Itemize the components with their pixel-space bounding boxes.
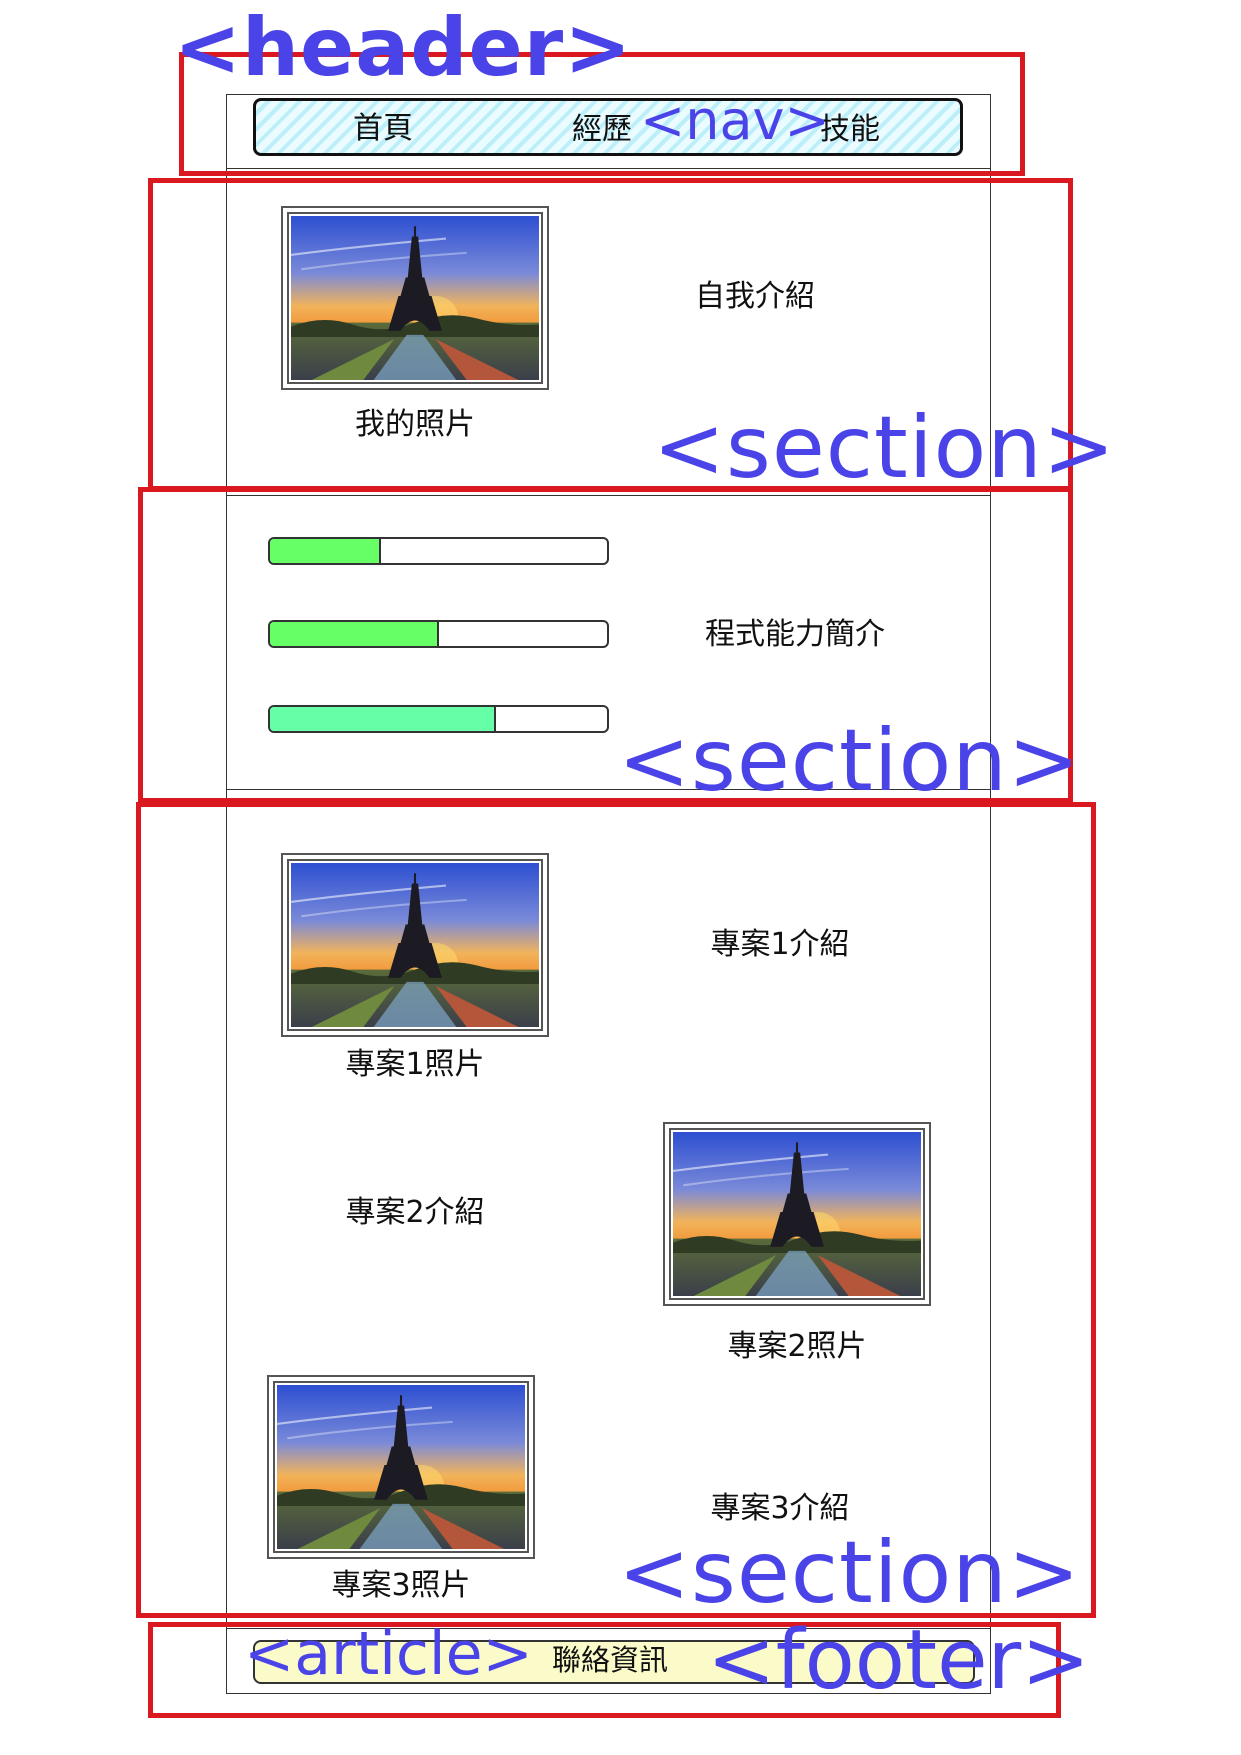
nav-tag-label: <nav> — [640, 89, 830, 152]
section-divider — [227, 789, 990, 790]
skill-progress-bar — [268, 705, 609, 733]
nav-item-experience[interactable]: 經歷 — [572, 112, 632, 147]
contact-info: 聯絡資訊 — [551, 1643, 668, 1677]
project-3-intro: 專案3介紹 — [710, 1491, 850, 1526]
section-divider — [227, 1628, 990, 1629]
section-annotation-box — [136, 802, 1096, 1618]
nav-item-skills[interactable]: 技能 — [820, 112, 880, 147]
project-1-photo-caption: 專案1照片 — [345, 1047, 485, 1082]
project-3-photo — [267, 1375, 535, 1559]
project-3-photo-caption: 專案3照片 — [331, 1568, 471, 1603]
self-intro-text: 自我介紹 — [695, 279, 815, 314]
section-tag-label: <section> — [618, 1523, 1081, 1623]
header-tag-label: <header> — [174, 1, 633, 94]
skills-title: 程式能力簡介 — [705, 617, 885, 652]
skill-progress-fill — [270, 707, 496, 731]
nav-bar — [253, 98, 963, 156]
footer-tag-label: <footer> — [707, 1613, 1090, 1708]
header-annotation-box — [179, 52, 1025, 176]
skill-progress-bar — [268, 620, 609, 648]
page-outline — [226, 94, 991, 1694]
skill-progress-bar — [268, 537, 609, 565]
project-1-photo — [281, 853, 549, 1037]
article-tag-label: <article> — [244, 1619, 533, 1689]
project-2-intro: 專案2介紹 — [345, 1195, 485, 1230]
section-divider — [227, 495, 990, 496]
footer-annotation-box — [148, 1622, 1061, 1718]
project-2-photo-caption: 專案2照片 — [727, 1329, 867, 1364]
header-divider — [227, 168, 990, 169]
my-photo — [281, 206, 549, 390]
section-tag-label: <section> — [618, 711, 1081, 811]
my-photo-caption: 我的照片 — [355, 407, 475, 442]
section-tag-label: <section> — [653, 398, 1116, 498]
footer-bar — [253, 1640, 975, 1684]
skill-progress-fill — [270, 622, 439, 646]
skill-progress-fill — [270, 539, 382, 563]
project-1-intro: 專案1介紹 — [710, 927, 850, 962]
section-annotation-box — [138, 487, 1073, 803]
project-2-photo — [663, 1122, 931, 1306]
nav-item-home[interactable]: 首頁 — [353, 111, 413, 146]
